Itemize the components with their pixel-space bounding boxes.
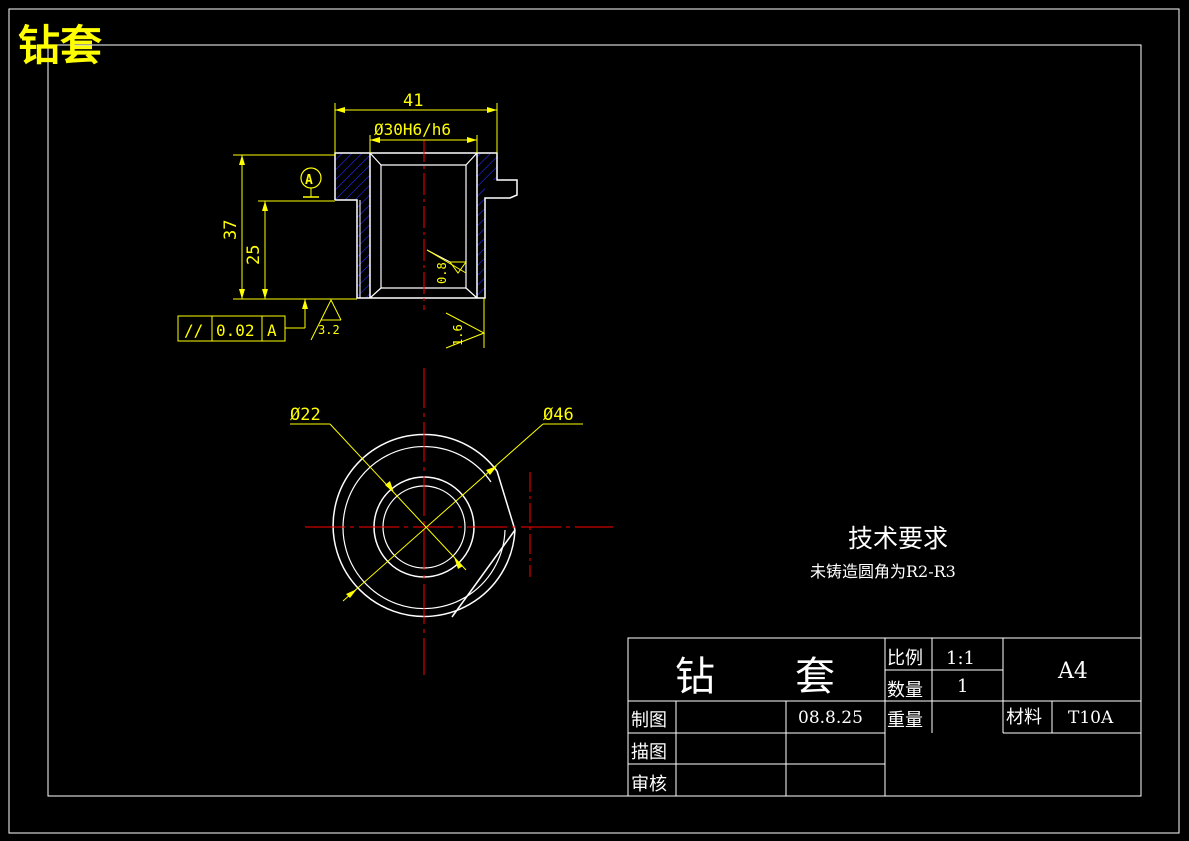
corner-title: 钻套 [18, 21, 102, 70]
svg-text:0.02: 0.02 [216, 321, 255, 340]
traced-label: 描图 [631, 742, 667, 763]
checked-label: 审核 [631, 774, 667, 795]
scale-value: 1:1 [946, 648, 975, 669]
hatch-left-flange [335, 153, 370, 298]
weight-label: 重量 [887, 710, 923, 731]
inner-border [47, 44, 1142, 797]
section-view: 41 Ø30H6/h6 37 25 A 0.8 1.6 [177, 91, 518, 349]
dim-dia-22: Ø22 [290, 405, 321, 425]
title-part-name-2: 套 [795, 654, 835, 700]
quantity-label: 数量 [887, 680, 923, 701]
svg-text:A: A [267, 321, 277, 340]
roughness-face: 1.6 [451, 324, 465, 346]
outer-circle [332, 433, 516, 618]
tolerance-frame: // 0.02 A [177, 299, 308, 342]
drawn-date: 08.8.25 [798, 708, 863, 728]
dim-bore-fit: Ø30H6/h6 [374, 120, 451, 139]
svg-text:A: A [305, 173, 313, 188]
drawn-label: 制图 [631, 710, 667, 731]
dim-length-41: 41 [403, 91, 423, 111]
notes-heading: 技术要求 [848, 524, 948, 553]
quantity-value: 1 [957, 676, 968, 697]
dim-height-25: 25 [244, 245, 264, 265]
section-outline [334, 152, 518, 299]
dim-height-37: 37 [221, 220, 241, 240]
roughness-base: 3.2 [318, 323, 340, 337]
material-label: 材料 [1006, 707, 1042, 728]
title-block [627, 637, 1142, 797]
hatch-right-wall [477, 153, 497, 298]
outer-border [8, 8, 1180, 834]
svg-text://: // [184, 321, 203, 340]
dim-dia-46: Ø46 [543, 405, 574, 425]
roughness-bore: 0.8 [435, 262, 449, 284]
notes-line-1: 未铸造圆角为R2-R3 [810, 562, 956, 581]
material-value: T10A [1068, 708, 1114, 728]
scale-label: 比例 [887, 648, 923, 669]
title-part-name-1: 钻 [675, 654, 715, 700]
sheet-size: A4 [1057, 659, 1088, 684]
top-view: Ø22 Ø46 [290, 368, 613, 675]
